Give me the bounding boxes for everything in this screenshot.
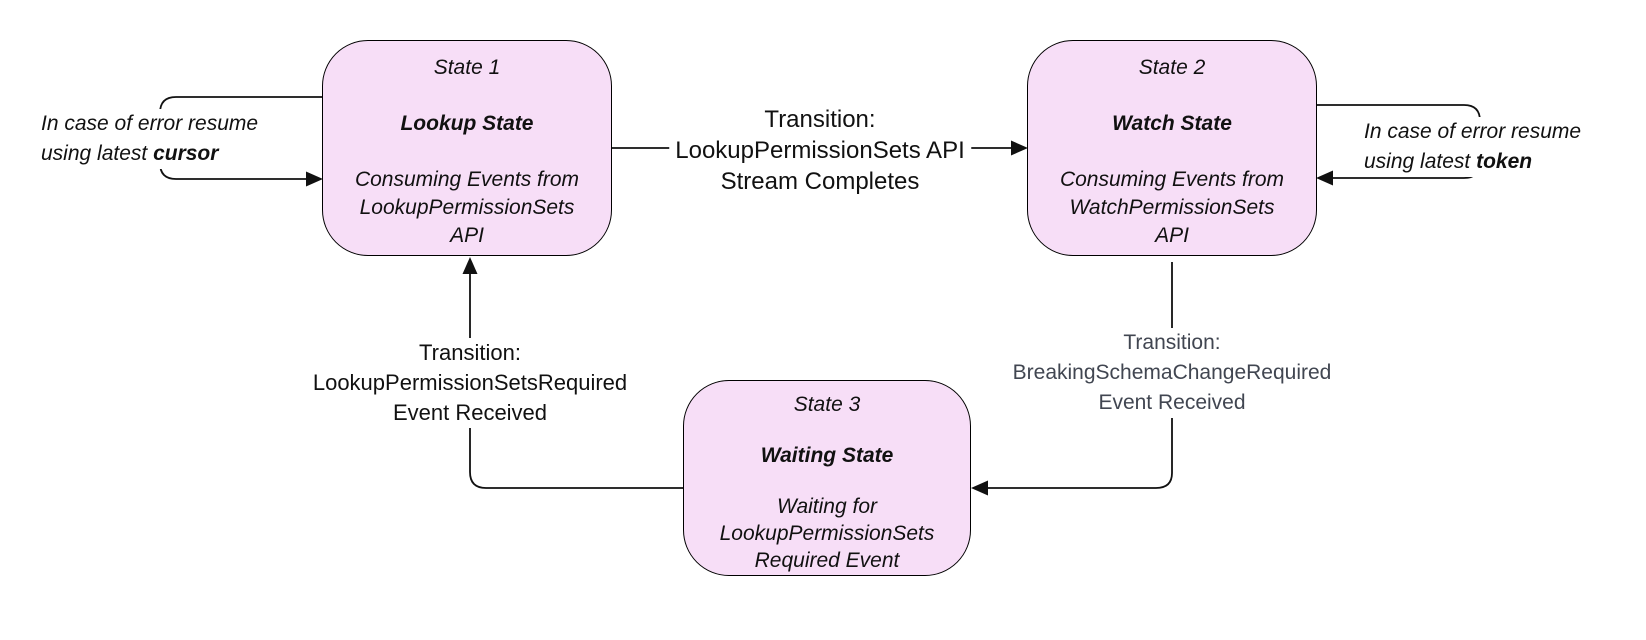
transition-label-line: BreakingSchemaChangeRequired <box>1012 361 1332 384</box>
emphasis-cursor: cursor <box>153 142 219 165</box>
arrowhead-into-state2-left <box>1011 140 1028 156</box>
arrowhead-into-state3-right <box>971 480 988 496</box>
annotation-line: using latest cursor <box>41 139 258 169</box>
state-title: State 1 <box>433 56 501 79</box>
state-description: Waiting for LookupPermissionSets Require… <box>719 495 935 572</box>
state-name: Waiting State <box>760 444 894 467</box>
emphasis-token: token <box>1476 150 1533 173</box>
state-name: Watch State <box>1112 112 1232 135</box>
transition-label-line: Event Received <box>392 400 548 425</box>
transition-label-line: LookupPermissionSetsRequired <box>312 370 628 395</box>
transition-label-lookup-to-watch: Transition: LookupPermissionSets API Str… <box>669 104 971 197</box>
annotation-line: In case of error resume <box>41 112 259 135</box>
annotation-line: In case of error resume <box>1364 120 1582 143</box>
arrowhead-into-state2-right <box>1316 170 1333 186</box>
transition-label-line: LookupPermissionSets API <box>675 137 965 164</box>
state-3-waiting: State 3 Waiting State Waiting for Lookup… <box>683 380 971 576</box>
transition-label-line: Event Received <box>1098 391 1246 414</box>
state-description: Consuming Events from WatchPermissionSet… <box>1059 168 1285 247</box>
arrowhead-into-state1-bottom <box>462 257 478 274</box>
state-name: Lookup State <box>400 112 534 135</box>
state-title: State 3 <box>793 393 861 416</box>
transition-label-line: Transition: <box>764 106 876 133</box>
transition-label-line: Stream Completes <box>720 168 920 195</box>
annotation-error-resume-token: In case of error resume using latest tok… <box>1360 117 1586 177</box>
transition-label-line: Transition: <box>1123 331 1221 354</box>
state-2-watch: State 2 Watch State Consuming Events fro… <box>1027 40 1317 256</box>
arrowhead-into-state1-left <box>306 171 323 187</box>
transition-label-watch-to-waiting: Transition: BreakingSchemaChangeRequired… <box>1006 328 1338 418</box>
transition-label-waiting-to-lookup: Transition: LookupPermissionSetsRequired… <box>306 338 634 428</box>
transition-wire-watch-to-waiting <box>986 262 1173 489</box>
transition-label-line: Transition: <box>419 340 521 365</box>
annotation-text: using latest <box>1364 150 1477 173</box>
transition-wire-waiting-to-lookup <box>469 270 683 489</box>
state-title: State 2 <box>1138 56 1206 79</box>
state-1-lookup: State 1 Lookup State Consuming Events fr… <box>322 40 612 256</box>
annotation-error-resume-cursor: In case of error resume using latest cur… <box>37 109 263 169</box>
annotation-text: using latest <box>41 142 154 165</box>
state-description: Consuming Events from LookupPermissionSe… <box>354 168 580 247</box>
annotation-line: using latest token <box>1364 147 1581 177</box>
